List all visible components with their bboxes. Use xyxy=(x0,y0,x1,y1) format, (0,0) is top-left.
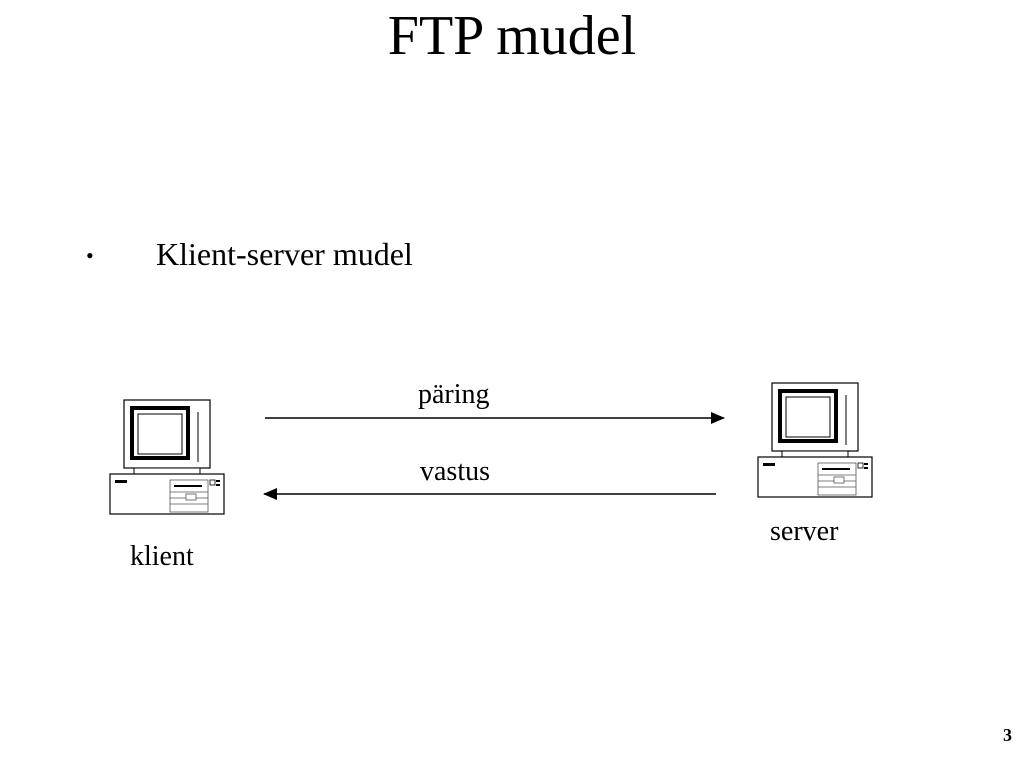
response-label: vastus xyxy=(420,456,490,487)
client-label: klient xyxy=(130,541,194,572)
client-computer-icon xyxy=(108,398,226,516)
bullet-text: Klient-server mudel xyxy=(156,236,413,272)
server-label: server xyxy=(770,516,839,547)
bullet-marker: • xyxy=(86,243,94,268)
page-number: 3 xyxy=(1003,725,1012,745)
request-label: päring xyxy=(418,379,490,410)
slide-title: FTP mudel xyxy=(387,5,637,67)
server-computer-icon xyxy=(756,381,874,499)
